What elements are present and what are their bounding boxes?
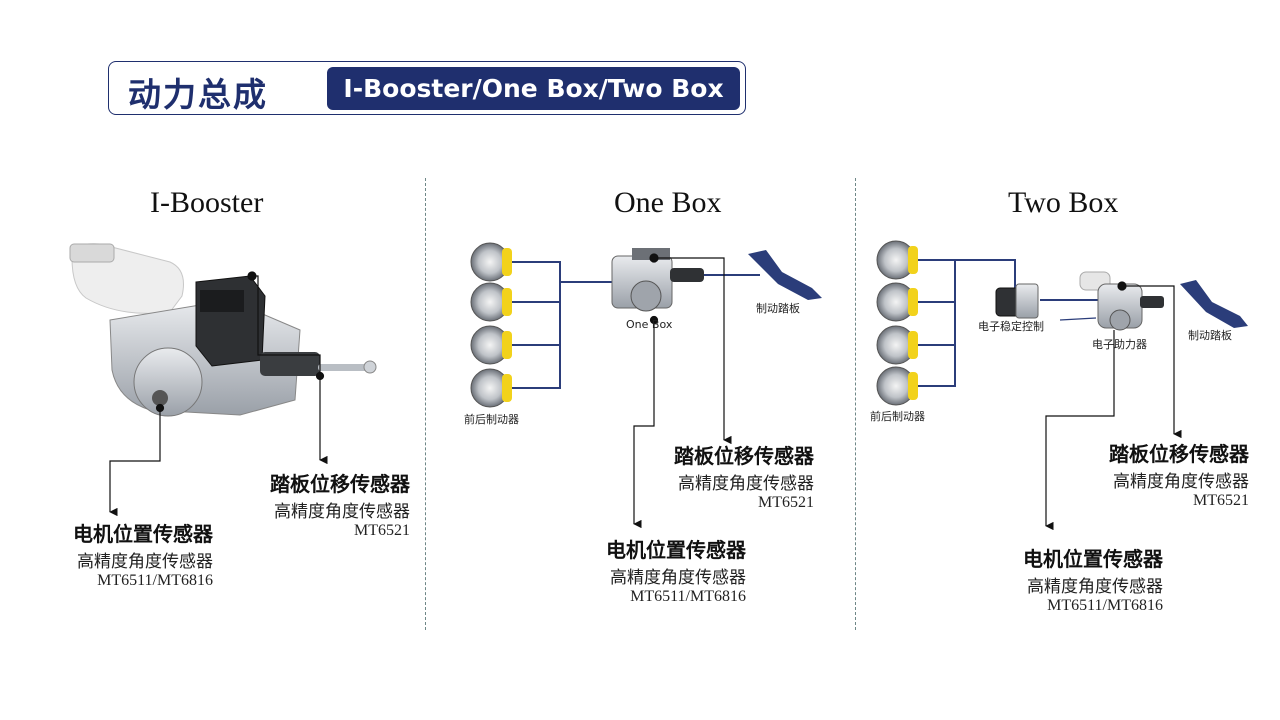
twobox-motor-sensor: 电机位置传感器 高精度角度传感器 MT6511/MT6816 — [1023, 543, 1163, 615]
onebox-title: One Box — [614, 186, 722, 219]
sensor-desc: 高精度角度传感器 — [1113, 472, 1249, 492]
twobox-pedal-sensor: 踏板位移传感器 高精度角度传感器 MT6521 — [1109, 438, 1249, 510]
twobox-brake-wheels — [876, 240, 918, 406]
ibooster-motor-sensor: 电机位置传感器 高精度角度传感器 MT6511/MT6816 — [73, 518, 213, 590]
twobox-brakes-label: 前后制动器 — [870, 410, 925, 423]
twobox-pedal-label: 制动踏板 — [1188, 329, 1232, 342]
sensor-desc: 高精度角度传感器 — [274, 502, 410, 522]
onebox-unit-illustration — [611, 248, 760, 312]
sensor-model: MT6521 — [758, 494, 814, 511]
onebox-pedal-sensor: 踏板位移传感器 高精度角度传感器 MT6521 — [674, 440, 814, 512]
column-divider-1 — [425, 178, 426, 630]
onebox-pedal-illustration — [748, 250, 822, 300]
twobox-esc-illustration — [995, 283, 1039, 319]
ibooster-title: I-Booster — [150, 186, 264, 219]
onebox-hydraulic-lines — [512, 261, 612, 389]
onebox-unit-label: One Box — [626, 318, 673, 331]
twobox-hydraulic-lines — [918, 259, 1100, 387]
page-subtitle-badge: I-Booster/One Box/Two Box — [327, 67, 740, 110]
sensor-name: 电机位置传感器 — [606, 538, 746, 562]
sensor-desc: 高精度角度传感器 — [77, 552, 213, 572]
ibooster-pedal-sensor: 踏板位移传感器 高精度角度传感器 MT6521 — [270, 468, 410, 540]
sensor-name: 踏板位移传感器 — [270, 472, 410, 496]
twobox-esc-label: 电子稳定控制 — [978, 320, 1044, 333]
column-divider-2 — [855, 178, 856, 630]
sensor-name: 电机位置传感器 — [73, 522, 213, 546]
sensor-desc: 高精度角度传感器 — [678, 474, 814, 494]
ibooster-device-illustration — [69, 243, 377, 417]
onebox-brakes-label: 前后制动器 — [464, 413, 519, 426]
twobox-pedal-illustration — [1180, 280, 1248, 328]
sensor-desc: 高精度角度传感器 — [1027, 577, 1163, 597]
page-title: 动力总成 — [128, 75, 268, 114]
twobox-booster-label: 电子助力器 — [1092, 338, 1147, 351]
sensor-model: MT6511/MT6816 — [1047, 597, 1163, 614]
sensor-name: 踏板位移传感器 — [1109, 442, 1249, 466]
twobox-booster-illustration — [1079, 271, 1164, 331]
sensor-name: 电机位置传感器 — [1023, 547, 1163, 571]
onebox-motor-sensor: 电机位置传感器 高精度角度传感器 MT6511/MT6816 — [606, 534, 746, 606]
sensor-desc: 高精度角度传感器 — [610, 568, 746, 588]
onebox-brake-wheels — [470, 242, 512, 408]
onebox-pedal-label: 制动踏板 — [756, 302, 800, 315]
twobox-title: Two Box — [1008, 186, 1119, 219]
sensor-model: MT6511/MT6816 — [630, 588, 746, 605]
sensor-name: 踏板位移传感器 — [674, 444, 814, 468]
sensor-model: MT6521 — [354, 522, 410, 539]
sensor-model: MT6511/MT6816 — [97, 572, 213, 589]
sensor-model: MT6521 — [1193, 492, 1249, 509]
